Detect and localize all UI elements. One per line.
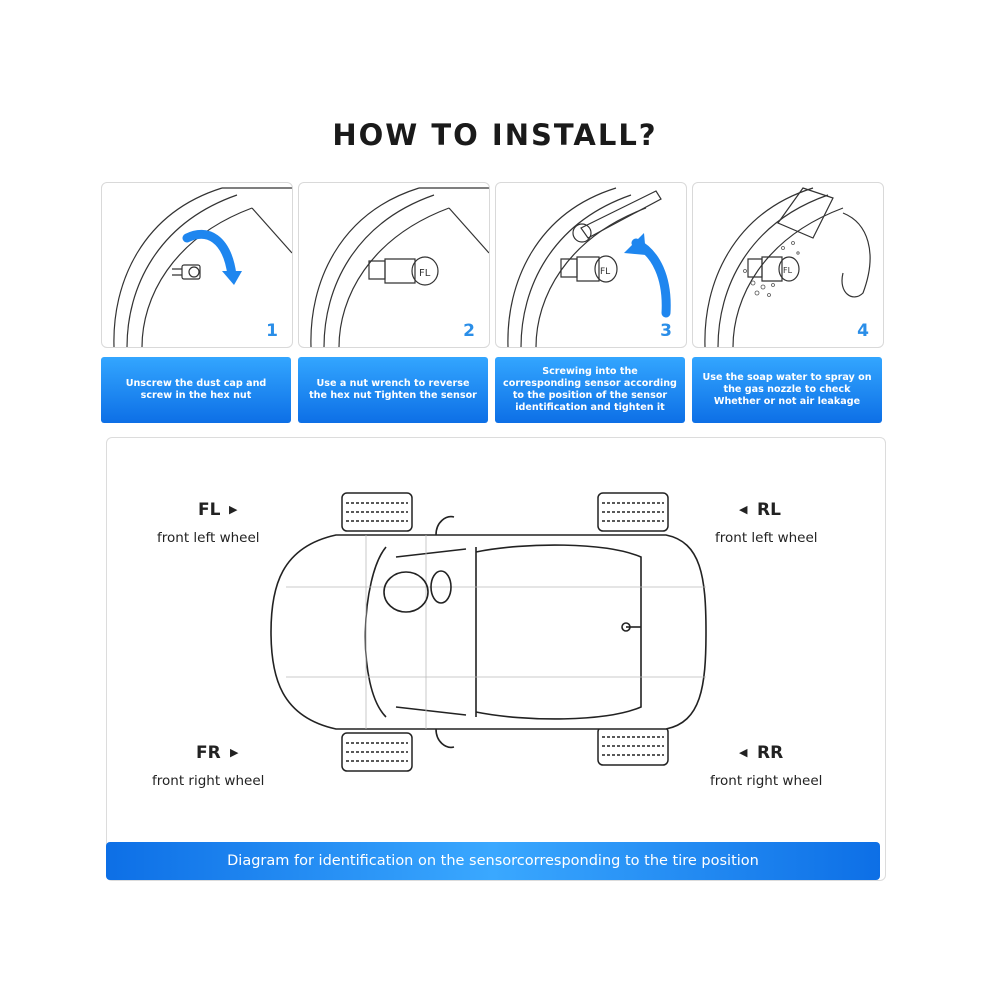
step-1-caption: Unscrew the dust cap and screw in the he… [101,357,291,423]
arrow-right-icon: ▶ [229,503,238,516]
rotate-arrow-icon [182,229,237,280]
step-3-caption: Screwing into the corresponding sensor a… [495,357,685,423]
tire-rr-icon [597,726,669,766]
wheel-desc-fl: front left wheel [157,530,260,546]
wheel-code-rr: RR [757,743,784,763]
step-3-card: FL 3 [495,182,687,348]
arrow-left-icon: ◀ [739,746,748,759]
step-2-caption: Use a nut wrench to reverse the hex nut … [298,357,488,423]
wheel-desc-rr: front right wheel [710,773,823,789]
step-2-number: 2 [463,321,475,341]
step-1-card: 1 [101,182,293,348]
wheel-code-fl: FL [198,500,221,520]
step-4-card: FL 4 [692,182,884,348]
arrow-right-icon: ▶ [230,746,239,759]
sensor-label-step3: FL [600,267,610,277]
step-4-illustration: FL [704,187,871,347]
tire-fl-icon [341,492,413,532]
step-3-illustration: FL [507,187,671,347]
step-2-illustration: FL [310,187,489,347]
wheel-desc-rl: front left wheel [715,530,818,546]
tire-fr-icon [341,732,413,772]
step-1-illustration [113,187,292,347]
step-4-number: 4 [857,321,869,341]
sensor-label-step2: FL [419,268,431,279]
wrench-icon [580,190,662,239]
wheel-code-rl: RL [757,500,781,520]
step-3-number: 3 [660,321,672,341]
spray-bottle-icon [777,187,834,239]
step-1-number: 1 [266,321,278,341]
page-title: HOW TO INSTALL? [332,118,658,152]
wheel-desc-fr: front right wheel [152,773,265,789]
arrow-left-icon: ◀ [739,503,748,516]
car-top-view [270,492,707,772]
wheel-code-fr: FR [196,743,221,763]
step-4-caption: Use the soap water to spray on the gas n… [692,357,882,423]
tire-rl-icon [597,492,669,532]
sensor-label-step4: FL [783,266,793,275]
diagram-caption-bar: Diagram for identification on the sensor… [106,842,880,880]
step-2-card: FL 2 [298,182,490,348]
